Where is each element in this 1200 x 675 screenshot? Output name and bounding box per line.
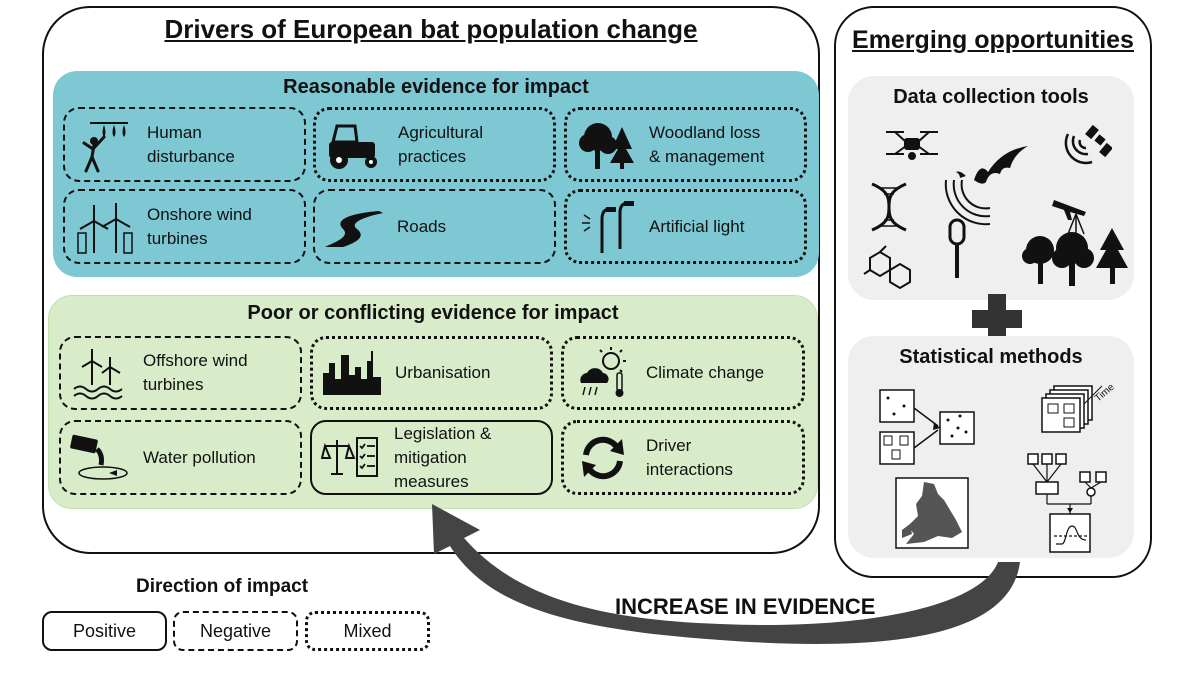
legend-label: Mixed (343, 620, 392, 641)
satellite-icon (1064, 124, 1112, 165)
forest-icon (1022, 228, 1128, 286)
side-title: Emerging opportunities (852, 26, 1134, 54)
tractor-icon (324, 117, 386, 173)
card-label: Legislation & mitigation measures (394, 423, 492, 491)
card-label: Woodland loss & management (649, 122, 765, 166)
card-label: Water pollution (143, 447, 256, 467)
model-diagram-icon (1027, 453, 1107, 553)
legend-label: Positive (72, 620, 137, 641)
plus-icon (972, 294, 1022, 344)
card-label: Onshore wind turbines (147, 204, 252, 248)
pollution-pipe-icon (69, 430, 131, 486)
card-human-disturbance: Human disturbance (63, 107, 306, 182)
card-artificial-light: Artificial light (564, 189, 807, 264)
time-series-icon: Time (1041, 384, 1117, 433)
card-driver-interactions: Driver interactions (561, 420, 805, 495)
card-label: Climate change (646, 363, 765, 382)
main-title: Drivers of European bat population chang… (164, 14, 698, 44)
dna-icon (871, 182, 907, 232)
legend-label: Negative (199, 620, 272, 641)
cycle-arrows-icon (572, 430, 634, 486)
plane-scanner-icon (1052, 200, 1086, 235)
weather-icon (572, 345, 634, 401)
card-label: Offshore wind turbines (143, 351, 248, 394)
microphone-icon (948, 218, 966, 278)
time-label: Time (1093, 384, 1117, 404)
wind-turbine-icon (73, 199, 135, 255)
increase-in-evidence-label: INCREASE IN EVIDENCE (615, 594, 876, 619)
card-label: Agricultural practices (398, 122, 484, 166)
reasonable-evidence-title: Reasonable evidence for impact (283, 76, 589, 98)
card-label: Roads (397, 216, 447, 236)
card-label: Artificial light (649, 216, 745, 236)
data-collection-title: Data collection tools (893, 86, 1089, 108)
offshore-turbine-icon (69, 345, 131, 401)
road-icon (323, 199, 385, 255)
poor-evidence-band (48, 295, 818, 509)
human-disturbance-icon (73, 117, 135, 173)
legend-negative: Negative (173, 611, 298, 651)
card-agricultural-practices: Agricultural practices (313, 107, 556, 182)
map-icon (895, 477, 969, 549)
legend-title: Direction of impact (136, 576, 309, 597)
drone-icon (886, 131, 938, 160)
card-water-pollution: Water pollution (59, 420, 302, 495)
trees-icon (575, 117, 637, 173)
card-roads: Roads (313, 189, 556, 264)
card-offshore-wind: Offshore wind turbines (59, 336, 302, 410)
card-urbanisation: Urbanisation (310, 336, 553, 410)
card-climate-change: Climate change (561, 336, 805, 410)
evidence-arrow (432, 504, 1020, 644)
poor-evidence-title: Poor or conflicting evidence for impact (247, 302, 619, 324)
statistical-methods-title: Statistical methods (899, 346, 1083, 368)
card-label: Driver interactions (646, 435, 733, 479)
street-light-icon (575, 199, 637, 255)
card-onshore-wind: Onshore wind turbines (63, 189, 306, 264)
scales-checklist-icon (320, 430, 382, 486)
molecule-icon (863, 245, 911, 290)
card-label: Human disturbance (147, 122, 235, 166)
card-label: Urbanisation (395, 363, 491, 382)
city-icon (321, 345, 383, 401)
card-legislation: Legislation & mitigation measures (310, 420, 553, 495)
data-integration-icon (879, 389, 975, 465)
bat-echolocation-icon (944, 146, 1028, 226)
legend-mixed: Mixed (305, 611, 430, 651)
card-woodland-loss: Woodland loss & management (564, 107, 807, 182)
legend-positive: Positive (42, 611, 167, 651)
reasonable-evidence-band (53, 71, 819, 277)
